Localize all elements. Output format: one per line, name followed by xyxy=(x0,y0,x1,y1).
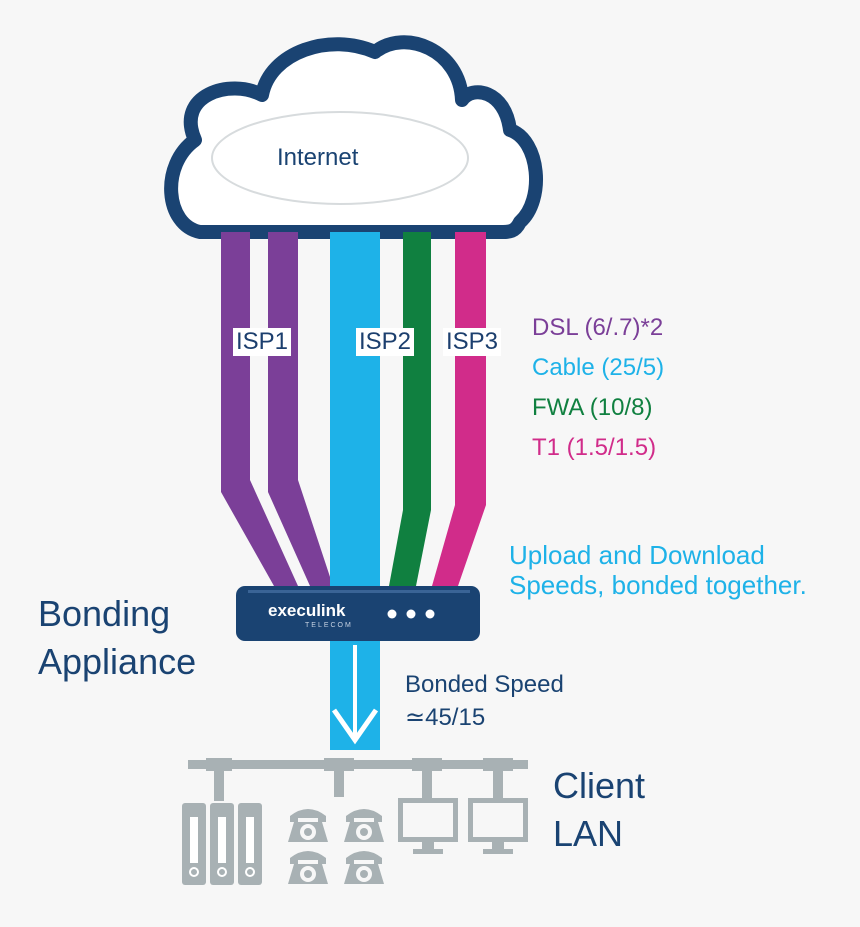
cloud-icon xyxy=(164,35,543,239)
bonded-speed-value: 45/15 xyxy=(425,704,486,731)
connection-cable: Cable (25/5) xyxy=(532,354,665,381)
lan-bus xyxy=(188,758,528,801)
isp-connection-lines xyxy=(221,232,486,612)
appliance-brand-sub: TELECOM xyxy=(305,622,353,629)
fwa-line xyxy=(389,232,431,586)
connection-dsl: DSL (6/.7)*2 xyxy=(532,314,664,341)
bonded-speed-label: Bonded Speed xyxy=(405,671,564,698)
telephone-icon xyxy=(288,809,384,884)
client-lan-label: Client LAN xyxy=(553,765,646,854)
bonded-note: Upload and Download Speeds, bonded toget… xyxy=(509,540,807,600)
monitor-icon xyxy=(398,798,528,854)
dsl-line-1 xyxy=(221,232,298,586)
connection-t1: T1 (1.5/1.5) xyxy=(532,434,657,461)
appliance-brand: execulink xyxy=(268,601,346,620)
internet-label: Internet xyxy=(277,144,359,171)
isp3-label: ISP3 xyxy=(443,328,502,356)
isp2-label: ISP2 xyxy=(356,328,415,356)
dsl-line-2 xyxy=(268,232,333,586)
down-arrow-icon xyxy=(330,640,380,750)
bonded-speed-value-row: ≃45/15 xyxy=(405,706,485,730)
bonding-appliance-device xyxy=(236,586,480,641)
server-icon xyxy=(182,803,262,885)
isp1-label: ISP1 xyxy=(233,328,292,356)
cable-line xyxy=(330,232,380,612)
t1-line xyxy=(432,232,486,586)
connection-fwa: FWA (10/8) xyxy=(532,394,653,421)
approx-symbol: ≃ xyxy=(405,704,426,731)
bonding-appliance-label: Bonding Appliance xyxy=(38,593,197,682)
